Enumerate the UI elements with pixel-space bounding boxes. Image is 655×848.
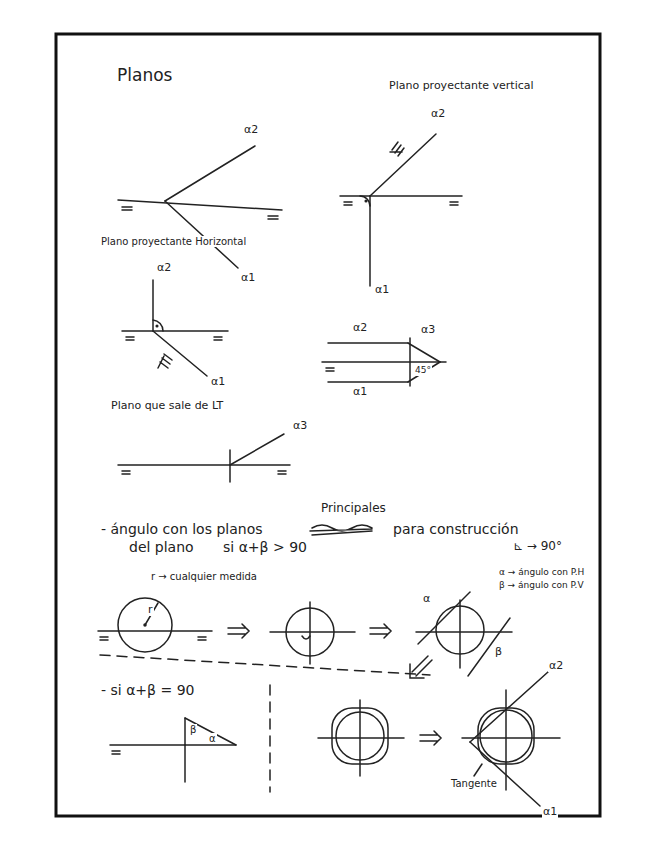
triangle xyxy=(110,718,236,782)
trace-label: α2 xyxy=(243,124,259,136)
angle-label: α xyxy=(422,593,431,605)
plane-parallel-lt xyxy=(322,338,446,386)
note-text: β → ángulo con P.V xyxy=(498,581,585,591)
figure-title: Plano proyectante Horizontal xyxy=(100,236,247,247)
page-title: Planos xyxy=(116,66,173,85)
figure-title: Plano proyectante vertical xyxy=(388,80,535,92)
trace-label: α3 xyxy=(420,324,436,336)
angle-label: 45° xyxy=(414,366,432,376)
note-text: - si α+β = 90 xyxy=(100,683,195,698)
plane-through-lt xyxy=(118,434,290,482)
note-text: ⊾ → 90° xyxy=(512,540,563,553)
note-text: - ángulo con los planos xyxy=(100,522,264,537)
construction-circle xyxy=(318,700,441,776)
note-text: del plano xyxy=(128,540,195,555)
figure-title: Plano que sale de LT xyxy=(110,400,224,412)
construction-circle xyxy=(98,598,249,652)
angle-label: β xyxy=(189,724,197,735)
note-text: α → ángulo con P.H xyxy=(498,568,585,578)
angle-label: β xyxy=(494,646,503,658)
trace-label: α1 xyxy=(542,806,558,818)
note-text: r → cualquier medida xyxy=(150,571,258,582)
oblique-plane xyxy=(118,146,282,268)
horizontal-projecting-plane xyxy=(122,280,228,376)
angle-label: α xyxy=(208,733,217,744)
trace-label: α1 xyxy=(374,284,390,296)
trace-label: α1 xyxy=(240,272,256,284)
trace-label: α2 xyxy=(352,322,368,334)
trace-label: α3 xyxy=(292,420,308,432)
separator xyxy=(100,655,430,675)
trace-label: α2 xyxy=(156,262,172,274)
note-text: Principales xyxy=(320,502,387,515)
trace-label: α1 xyxy=(210,376,226,388)
vertical-projecting-plane xyxy=(340,134,462,286)
trace-label: α2 xyxy=(430,108,446,120)
separator xyxy=(269,685,271,792)
page-border xyxy=(56,34,600,816)
construction-tangents xyxy=(416,592,512,676)
trace-label: α2 xyxy=(548,660,564,672)
trace-label: α1 xyxy=(352,386,368,398)
callout-label: Tangente xyxy=(450,778,498,789)
note-text: para construcción xyxy=(392,522,520,537)
radius-label: r xyxy=(147,604,154,616)
crossed-word xyxy=(310,525,372,535)
construction-circle xyxy=(270,602,391,664)
note-text: si α+β > 90 xyxy=(222,540,308,555)
